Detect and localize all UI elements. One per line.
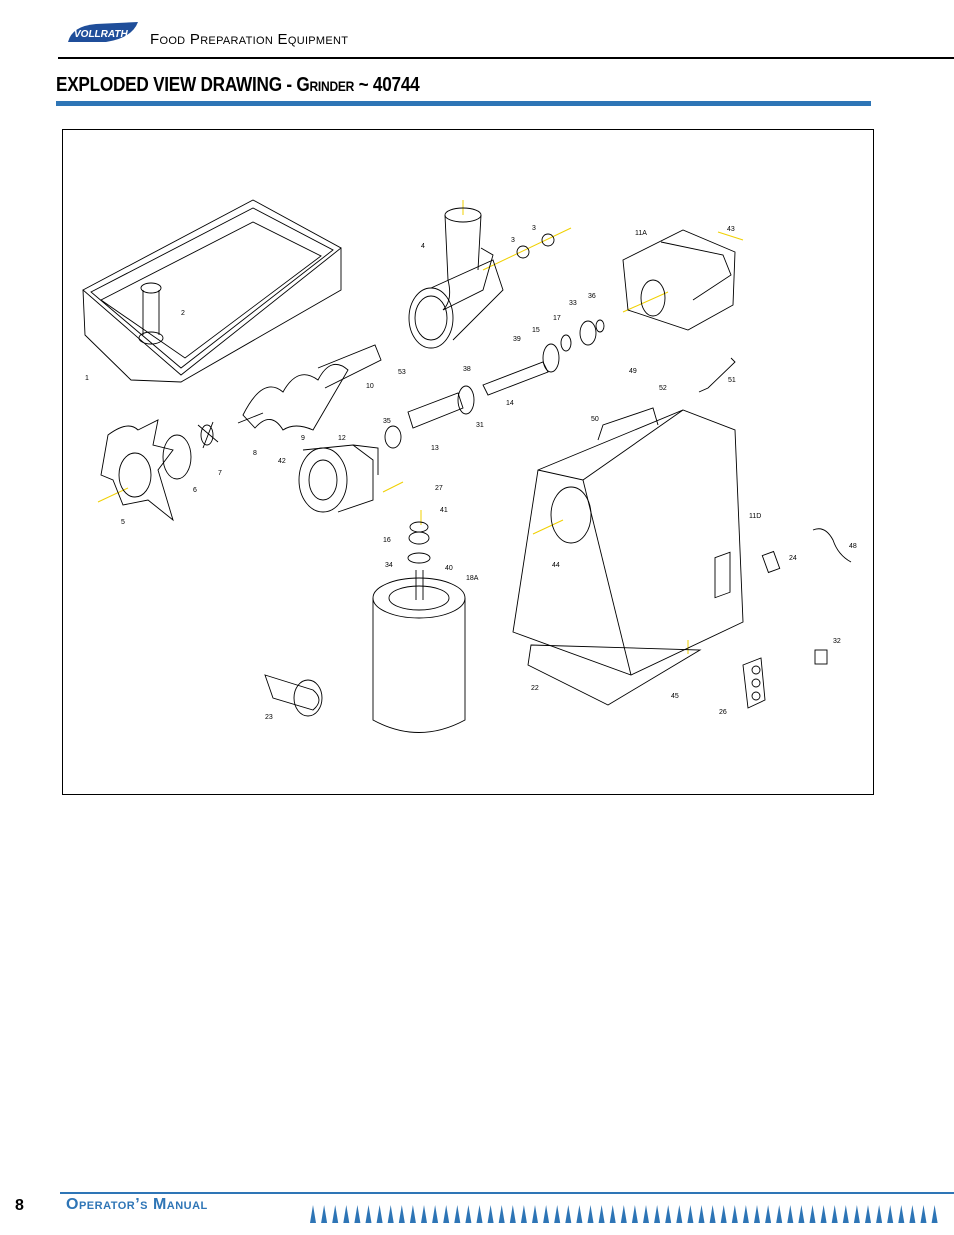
part-label: 45 <box>671 693 679 700</box>
part-label: 38 <box>463 366 471 373</box>
part-label: 35 <box>383 418 391 425</box>
part-label: 6 <box>193 487 197 494</box>
part-label: 18A <box>466 575 479 582</box>
assembly-axis-lines <box>97 200 744 654</box>
part-label: 53 <box>398 369 406 376</box>
part-label: 12 <box>338 435 346 442</box>
part-label: 16 <box>383 537 391 544</box>
worm-screw-part <box>237 344 382 431</box>
gear-housing-part <box>298 444 379 513</box>
part-label: 40 <box>445 565 453 572</box>
part-label: 27 <box>435 485 443 492</box>
vollrath-logo: VOLLRATH <box>68 22 138 42</box>
exploded-view-drawing: 1 2 3 3 4 5 6 7 8 9 10 11A 11D 12 13 14 … <box>62 129 874 795</box>
part-label: 32 <box>833 638 841 645</box>
part-label: 7 <box>218 470 222 477</box>
part-label: 14 <box>506 400 514 407</box>
part-label: 31 <box>476 422 484 429</box>
part-label: 8 <box>253 450 257 457</box>
grinder-head-part <box>408 207 504 349</box>
header-divider <box>58 57 954 59</box>
part-label: 52 <box>659 385 667 392</box>
coupling-part <box>264 674 323 717</box>
part-label: 13 <box>431 445 439 452</box>
part-label: 33 <box>569 300 577 307</box>
logo-text: VOLLRATH <box>74 29 128 40</box>
part-label: 24 <box>789 555 797 562</box>
part-label: 44 <box>552 562 560 569</box>
part-label: 39 <box>513 336 521 343</box>
tray-part <box>82 199 342 383</box>
part-label: 5 <box>121 519 125 526</box>
section-title: EXPLODED VIEW DRAWING - Grinder ~ 40744 <box>56 74 420 96</box>
part-label: 10 <box>366 383 374 390</box>
part-label: 22 <box>531 685 539 692</box>
part-label: 15 <box>532 327 540 334</box>
cabinet-part <box>512 407 744 706</box>
part-label: 36 <box>588 293 596 300</box>
part-label: 11A <box>635 230 647 237</box>
part-label: 26 <box>719 709 727 716</box>
part-label: 11D <box>749 513 761 520</box>
part-label: 34 <box>385 562 393 569</box>
header-title: Food Preparation Equipment <box>150 31 349 48</box>
part-label: 1 <box>85 375 89 382</box>
part-label: 42 <box>278 458 286 465</box>
motor-housing-part <box>622 229 736 331</box>
accessory-parts <box>698 357 852 709</box>
part-label: 3 <box>511 237 515 244</box>
part-label: 17 <box>553 315 561 322</box>
part-label: 41 <box>440 507 448 514</box>
part-label: 3 <box>532 225 536 232</box>
motor-part <box>372 521 466 733</box>
part-label: 23 <box>265 714 273 721</box>
page-number: 8 <box>15 1197 24 1214</box>
footer-triangle-pattern <box>310 1205 938 1223</box>
footer-manual-title: Operator’s Manual <box>66 1196 208 1213</box>
part-label: 43 <box>727 226 735 233</box>
part-label: 4 <box>421 243 425 250</box>
part-label: 51 <box>728 377 736 384</box>
footer-divider <box>60 1192 954 1194</box>
part-label: 48 <box>849 543 857 550</box>
part-label: 50 <box>591 416 599 423</box>
part-label: 49 <box>629 368 637 375</box>
title-underline <box>56 101 871 106</box>
part-label: 9 <box>301 435 305 442</box>
drive-shaft-parts <box>384 233 605 449</box>
cutting-plate-parts <box>100 419 219 522</box>
part-label: 2 <box>181 310 185 317</box>
